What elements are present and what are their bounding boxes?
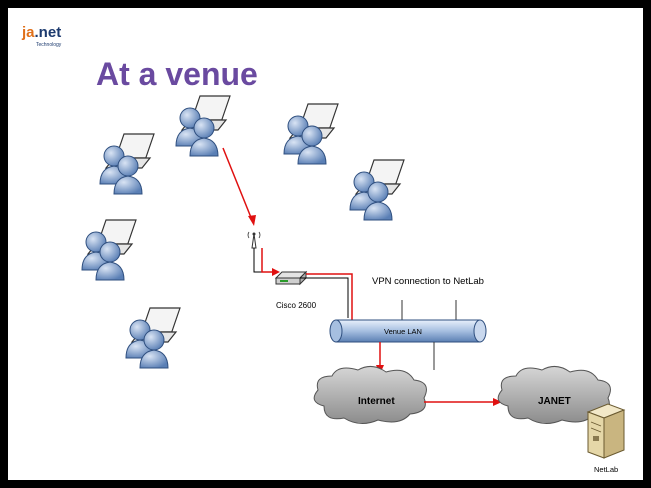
- internet-label: Internet: [358, 396, 395, 407]
- lan-label: Venue LAN: [384, 327, 422, 336]
- server-label: NetLab: [594, 465, 618, 474]
- users-laptop-icon: [100, 134, 154, 194]
- users-laptop-icon: [284, 104, 338, 164]
- users-laptop-icon: [350, 160, 404, 220]
- cloud-icon: [313, 366, 427, 424]
- users-laptop-icon: [176, 96, 230, 156]
- slide-panel: ja.net Technology At a venue: [8, 8, 643, 480]
- background-curve: [8, 8, 98, 480]
- janet-logo: ja.net Technology: [20, 22, 62, 52]
- network-diagram: Cisco 2600 VPN connection to NetLab Venu…: [8, 8, 626, 474]
- users-laptop-icon: [126, 308, 180, 368]
- logo-subtitle: Technology: [36, 42, 62, 48]
- users-laptop-icon: [82, 220, 136, 280]
- venue-lan-bus: [329, 319, 487, 343]
- slide-title: At a venue: [96, 56, 258, 92]
- server-icon: [586, 403, 626, 459]
- wireless-antenna-icon: [247, 231, 261, 249]
- router-label: Cisco 2600: [276, 301, 317, 310]
- wireless-link-arrow: [222, 147, 256, 226]
- janet-label: JANET: [538, 396, 571, 407]
- vpn-label: VPN connection to NetLab: [372, 276, 484, 287]
- logo-text: ja.net: [22, 24, 62, 41]
- cloud-icon: [497, 366, 611, 424]
